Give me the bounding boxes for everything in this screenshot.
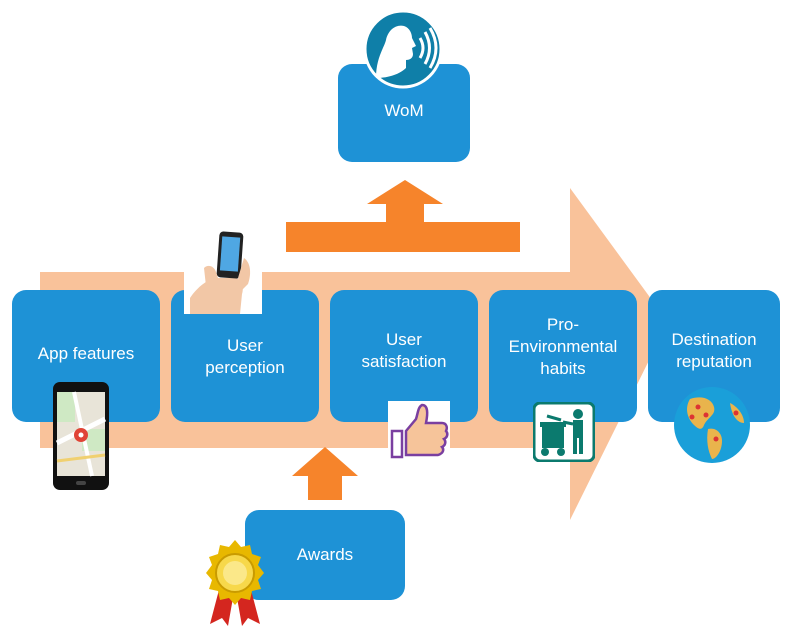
recycling-bin-icon (533, 402, 595, 462)
app-features-label: App features (37, 344, 135, 363)
awards-node: Awards (245, 510, 405, 600)
awards-label: Awards (296, 545, 354, 564)
up-arrow-from-awards (292, 447, 358, 500)
pro-environmental-node: Pro- Environmental habits (489, 290, 637, 422)
destination-reputation-label: Destination reputation (671, 330, 757, 371)
user-satisfaction-node: User satisfaction (330, 290, 478, 422)
pro-environmental-label: Pro- Environmental habits (508, 315, 618, 378)
wom-label: WoM (384, 101, 424, 120)
hand-smartphone-icon (184, 228, 262, 314)
award-medal-icon (206, 540, 264, 626)
wom-bar (286, 222, 520, 252)
user-perception-label: User perception (205, 336, 285, 377)
thumbs-up-icon (388, 401, 450, 463)
user-satisfaction-label: User satisfaction (361, 330, 447, 371)
globe-icon (674, 387, 750, 463)
speaking-head-icon (363, 9, 443, 89)
map-phone-icon (53, 382, 109, 490)
up-arrow-to-wom (367, 180, 443, 222)
